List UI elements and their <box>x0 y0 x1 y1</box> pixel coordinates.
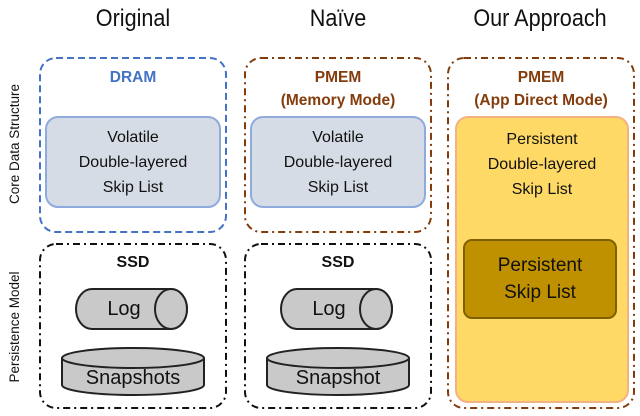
naive-persistence-container <box>244 243 432 409</box>
naive-core-container <box>244 57 432 233</box>
approach-persistent-label: Persistent Double-layered Skip List <box>487 130 597 198</box>
original-snapshots-label: Snapshots <box>85 366 181 389</box>
naive-ssd-label: SSD <box>321 254 355 271</box>
naive-snapshot-label: Snapshot <box>295 366 381 389</box>
original-volatile-label: Volatile Double-layered Skip List <box>78 128 188 196</box>
approach-container <box>447 57 635 409</box>
approach-memory-label: PMEM <box>517 69 565 86</box>
row-label-persistence: Persistence Model <box>7 271 22 383</box>
naive-log-label: Log <box>312 297 346 320</box>
naive-volatile-box <box>250 116 426 208</box>
naive-memory-label: PMEM <box>314 69 362 86</box>
original-ssd-label: SSD <box>116 254 150 271</box>
original-memory-label: DRAM <box>109 69 157 86</box>
column-title-naive: Naïve <box>309 5 367 32</box>
naive-log-cylinder <box>280 288 393 330</box>
naive-volatile-label: Volatile Double-layered Skip List <box>283 128 393 196</box>
naive-snapshot-cylinder <box>266 347 410 396</box>
original-core-container <box>39 57 227 233</box>
original-log-label: Log <box>107 297 141 320</box>
original-snapshot-cylinder <box>61 347 205 396</box>
original-persistence-container <box>39 243 227 409</box>
approach-inner-skiplist-label: Persistent Skip List <box>497 255 583 303</box>
row-label-core: Core Data Structure <box>7 83 22 205</box>
approach-inner-skiplist-box <box>463 239 617 319</box>
column-title-original: Original <box>95 5 171 32</box>
naive-memory-mode: (Memory Mode) <box>280 92 396 109</box>
original-log-cylinder <box>75 288 188 330</box>
approach-memory-mode: (App Direct Mode) <box>474 92 608 109</box>
original-volatile-box <box>45 116 221 208</box>
column-title-approach: Our Approach <box>473 5 607 32</box>
